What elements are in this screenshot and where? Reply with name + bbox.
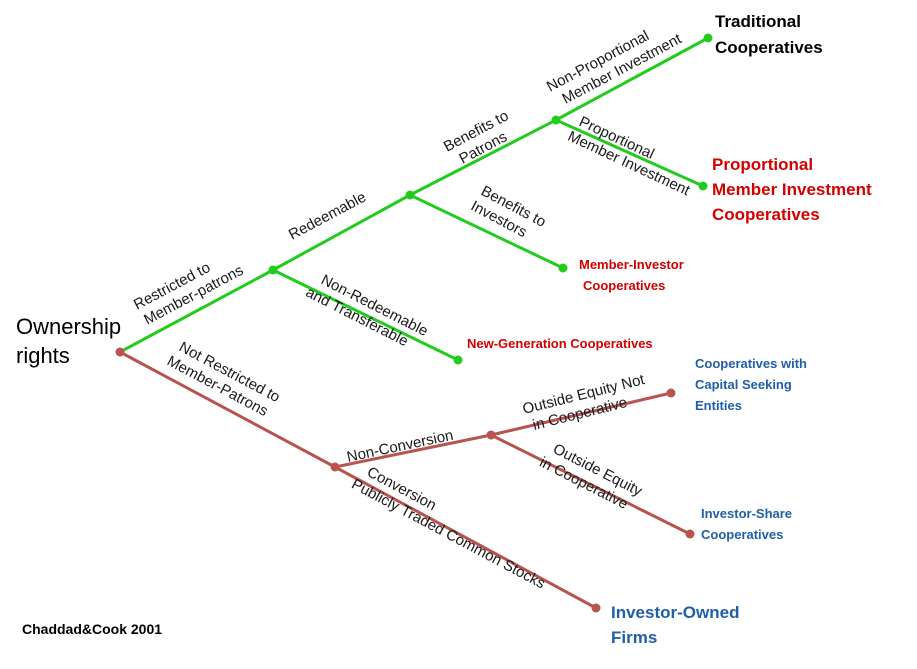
edge-conversion bbox=[334, 465, 597, 610]
outcome-investor-share-line2: Cooperatives bbox=[701, 527, 783, 542]
edge-label-non-conversion: Non-Conversion bbox=[345, 427, 455, 466]
edge-restricted bbox=[119, 268, 274, 354]
outcome-capital-seeking-line1: Cooperatives with bbox=[695, 356, 807, 371]
edge-label-benefits-investors: Benefits to Investors bbox=[468, 183, 549, 242]
outcome-traditional-line1: Traditional bbox=[715, 12, 801, 31]
outcome-member-investor-line2: Cooperatives bbox=[583, 278, 665, 293]
red-nodes bbox=[115, 347, 695, 613]
green-branches bbox=[119, 36, 709, 362]
root-label-line1: Ownership bbox=[16, 314, 121, 339]
edge-label-redeemable: Redeemable bbox=[286, 189, 369, 244]
outcome-investor-share-line1: Investor-Share bbox=[701, 506, 792, 521]
outcome-new-generation: New-Generation Cooperatives bbox=[467, 336, 653, 351]
leaf-investor-share bbox=[685, 529, 695, 539]
outcome-capital-seeking: Cooperatives with Capital Seeking Entiti… bbox=[695, 356, 807, 413]
leaf-new-generation bbox=[453, 355, 463, 365]
edge-not-restricted bbox=[119, 350, 336, 469]
credit-label: Chaddad&Cook 2001 bbox=[22, 621, 162, 637]
outcome-proportional-line3: Cooperatives bbox=[712, 205, 820, 224]
outcome-member-investor-line1: Member-Investor bbox=[579, 257, 684, 272]
outcome-proportional-line2: Member Investment bbox=[712, 180, 872, 199]
edge-non-proportional bbox=[555, 36, 709, 122]
green-nodes bbox=[268, 33, 713, 365]
outcome-new-generation-text: New-Generation Cooperatives bbox=[467, 336, 653, 351]
outcome-capital-seeking-line3: Entities bbox=[695, 398, 742, 413]
outcome-investor-share: Investor-Share Cooperatives bbox=[701, 506, 792, 542]
edge-label-non-redeemable: Non-Redeemable and Transferable bbox=[303, 271, 431, 350]
outcome-capital-seeking-line2: Capital Seeking bbox=[695, 377, 792, 392]
edge-label-benefits-patrons: Benefits to Patrons bbox=[441, 107, 512, 167]
edge-label-proportional: Proportional Member Investment bbox=[565, 113, 693, 199]
outcome-traditional: Traditional Cooperatives bbox=[715, 12, 823, 57]
leaf-investor-owned bbox=[591, 603, 601, 613]
outcome-investor-owned-line1: Investor-Owned bbox=[611, 603, 739, 622]
edge-label-not-restricted: Not Restricted to Member-Patrons bbox=[164, 339, 283, 420]
edge-proportional bbox=[555, 118, 704, 188]
edge-benefits-investors bbox=[409, 193, 564, 270]
edge-label-non-conversion-text: Non-Conversion bbox=[345, 427, 455, 466]
node-restricted bbox=[268, 265, 278, 275]
edge-label-conversion-line2: Publicly Traded Common Stocks bbox=[349, 476, 548, 593]
outcome-investor-owned-line2: Firms bbox=[611, 628, 657, 647]
node-non-conversion bbox=[486, 430, 496, 440]
outcome-proportional-line1: Proportional bbox=[712, 155, 813, 174]
node-root bbox=[115, 347, 125, 357]
edge-outside-in bbox=[490, 433, 691, 536]
leaf-proportional bbox=[698, 181, 708, 191]
edge-outside-not bbox=[490, 391, 672, 437]
leaf-traditional bbox=[703, 33, 713, 43]
edge-non-conversion bbox=[334, 433, 492, 469]
edge-benefits-patrons bbox=[409, 118, 557, 197]
edge-label-redeemable-text: Redeemable bbox=[286, 189, 369, 244]
node-not-restricted bbox=[330, 462, 340, 472]
edge-label-conversion: Conversion Publicly Traded Common Stocks bbox=[349, 464, 548, 593]
node-redeemable bbox=[405, 190, 415, 200]
root-label-line2: rights bbox=[16, 343, 70, 368]
leaf-member-investor bbox=[558, 263, 568, 273]
outcome-proportional: Proportional Member Investment Cooperati… bbox=[712, 155, 872, 224]
outcome-investor-owned: Investor-Owned Firms bbox=[611, 603, 739, 647]
edge-non-redeemable bbox=[272, 268, 459, 362]
edge-redeemable bbox=[272, 193, 411, 272]
node-benefits-patrons bbox=[551, 115, 561, 125]
outcome-member-investor: Member-Investor Cooperatives bbox=[579, 257, 684, 293]
outcome-traditional-line2: Cooperatives bbox=[715, 38, 823, 57]
red-branches bbox=[119, 350, 691, 610]
leaf-capital-seeking bbox=[666, 388, 676, 398]
